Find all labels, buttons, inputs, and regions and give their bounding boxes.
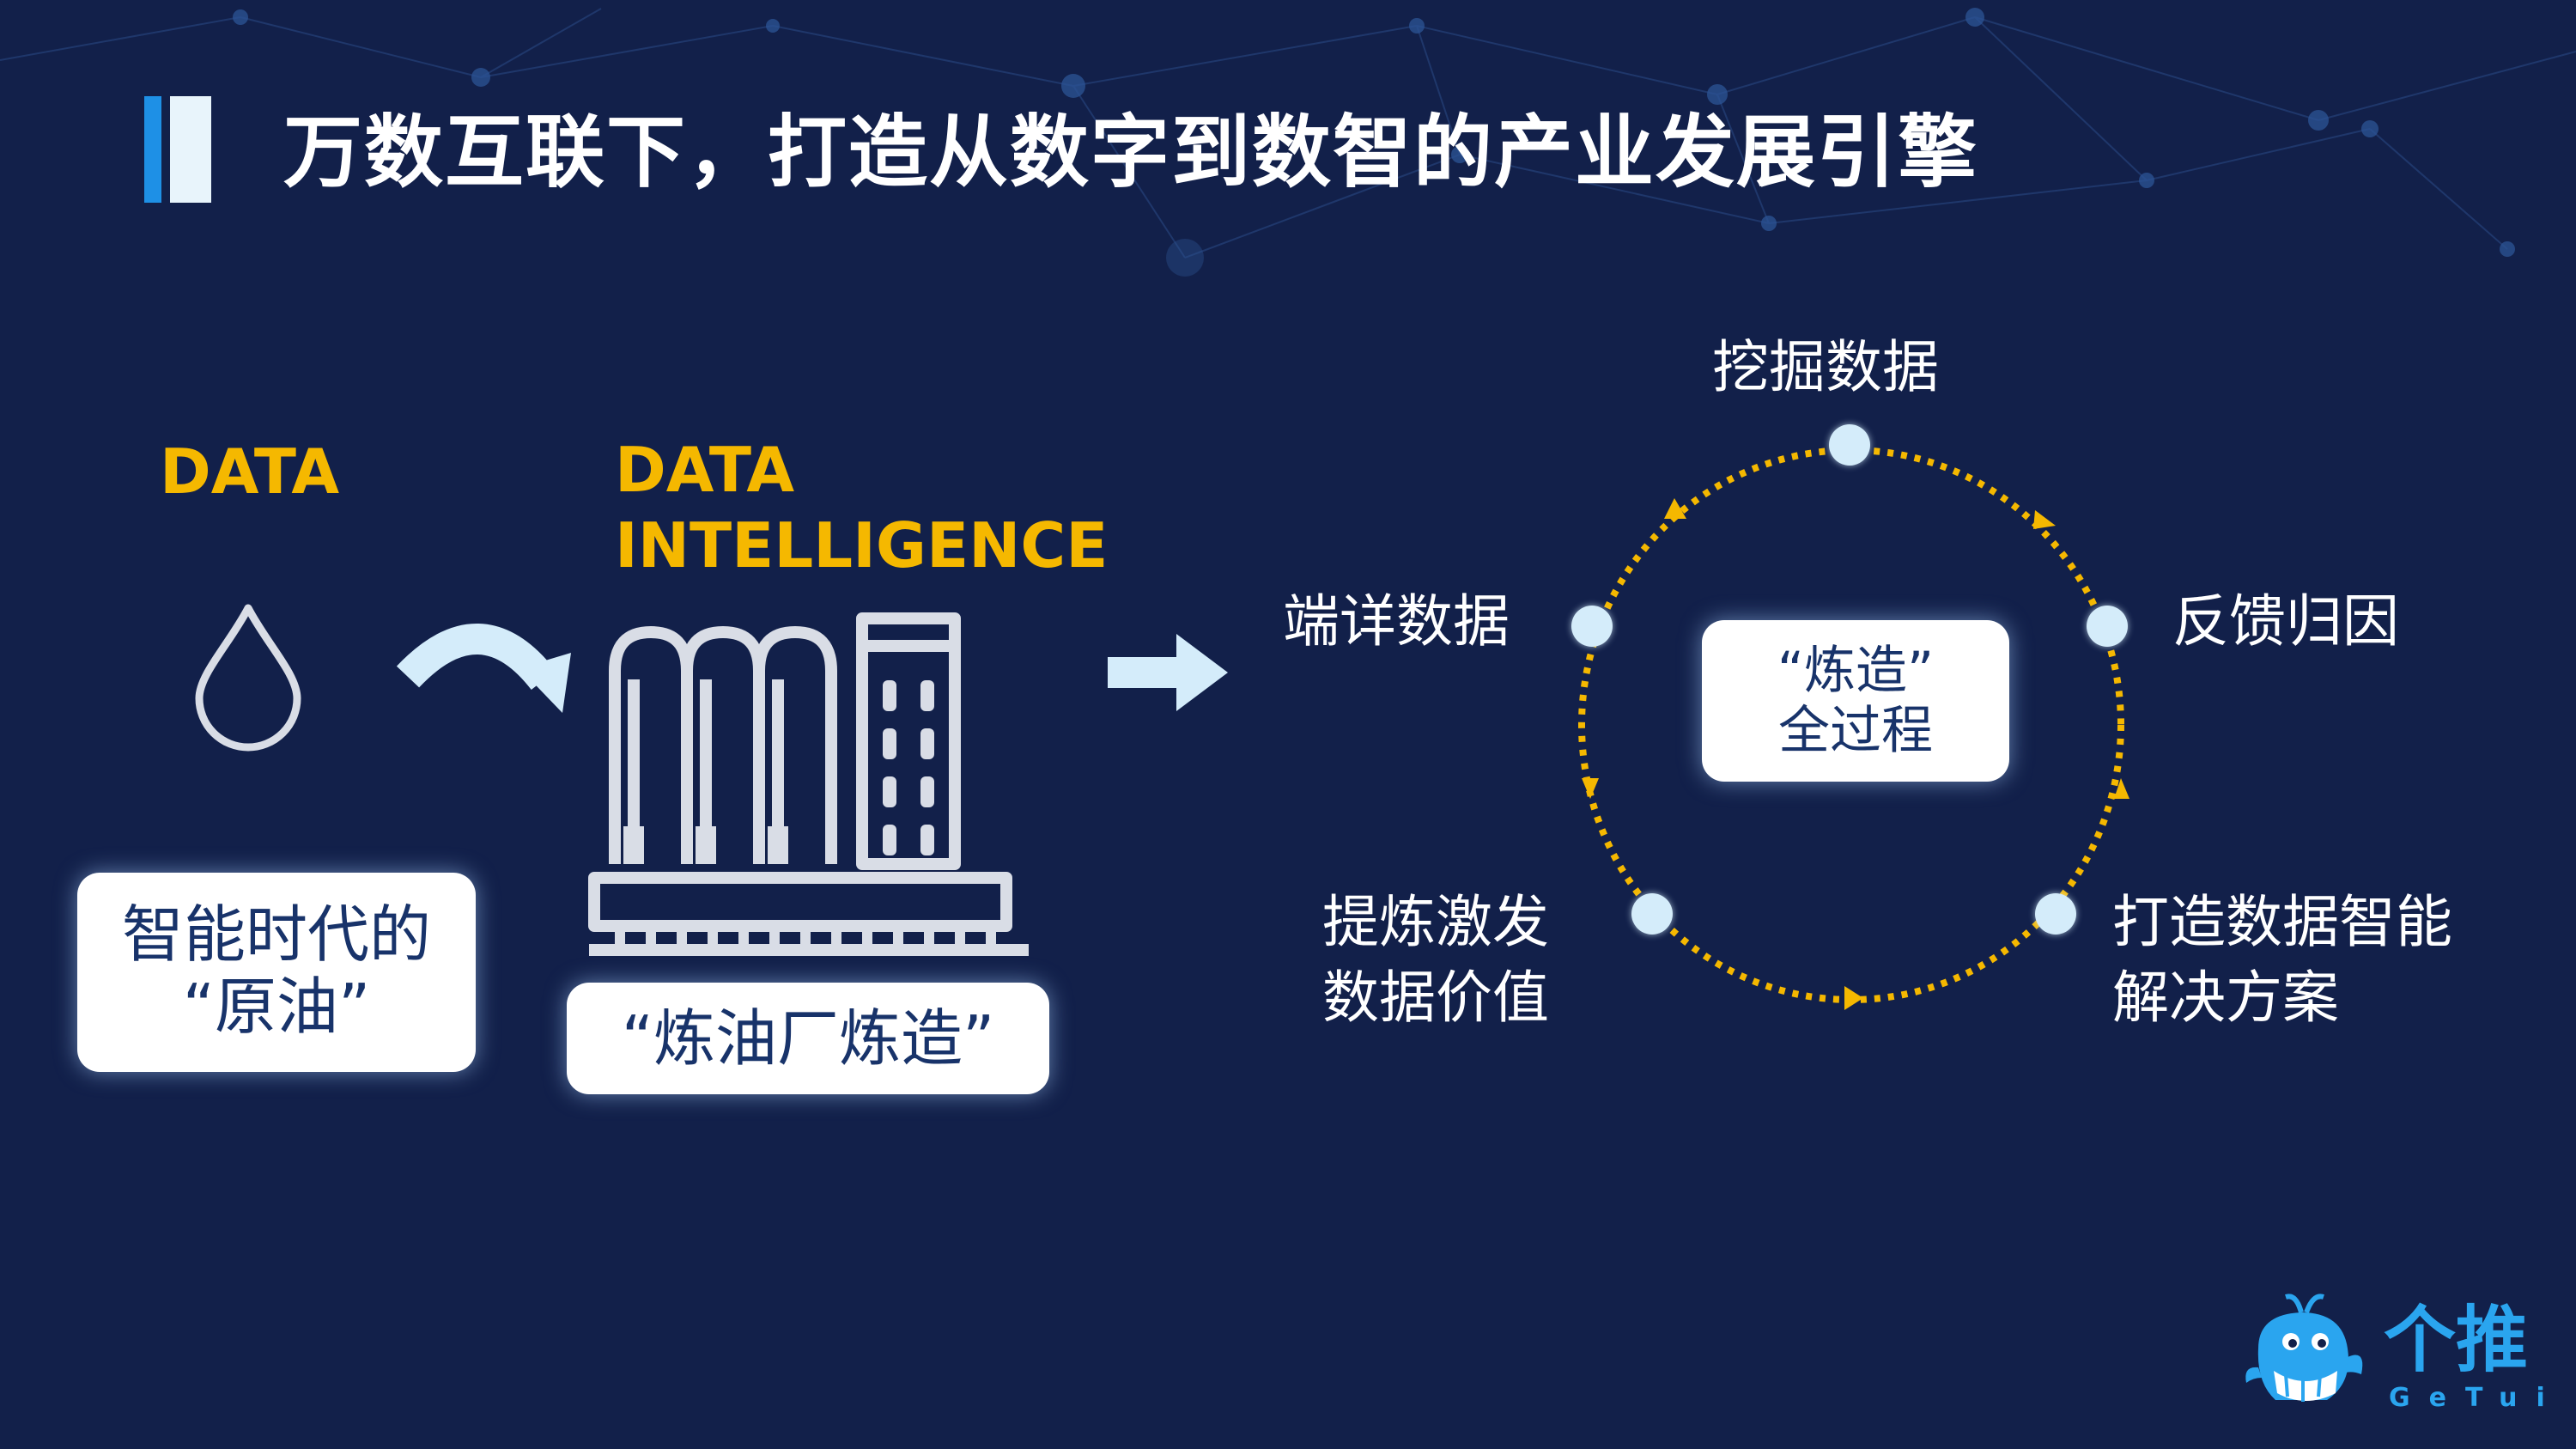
right-arrow-icon bbox=[1108, 634, 1228, 711]
cycle-node-left bbox=[1571, 606, 1613, 647]
data-intelligence-label-line2: INTELLIGENCE bbox=[615, 509, 1109, 581]
data-label: DATA bbox=[160, 435, 340, 508]
oil-card-line2: “原油” bbox=[182, 971, 371, 1043]
oil-card: 智能时代的 “原油” bbox=[77, 873, 476, 1072]
refinery-icon bbox=[588, 612, 1029, 956]
title-accent-bar bbox=[144, 96, 215, 203]
oil-card-line1: 智能时代的 bbox=[121, 898, 431, 971]
step-mine-data: 挖掘数据 bbox=[1712, 334, 1939, 400]
logo-english: GeTui bbox=[2389, 1383, 2564, 1413]
center-card-line1: “炼造” bbox=[1777, 641, 1935, 701]
center-card: “炼造” 全过程 bbox=[1702, 620, 2009, 782]
step-feedback-attribution: 反馈归因 bbox=[2172, 588, 2399, 654]
cycle-node-right bbox=[2087, 606, 2128, 647]
step-examine-data: 端详数据 bbox=[1283, 588, 1510, 654]
step-build-solution-line1: 打造数据智能 bbox=[2112, 889, 2452, 955]
step-refine-value-line1: 提炼激发 bbox=[1322, 889, 1549, 955]
step-refine-value-line2: 数据价值 bbox=[1322, 965, 1549, 1031]
refinery-card: “炼油厂炼造” bbox=[567, 983, 1049, 1094]
cycle-node-top bbox=[1829, 424, 1870, 466]
logo-chinese: 个推 bbox=[2384, 1298, 2529, 1382]
curved-arrow-icon bbox=[396, 624, 571, 713]
data-intelligence-label-line1: DATA bbox=[615, 434, 795, 506]
refinery-card-text: “炼油厂炼造” bbox=[621, 1002, 995, 1075]
page-title: 万数互联下，打造从数字到数智的产业发展引擎 bbox=[283, 107, 1979, 198]
cycle-node-bottom-right bbox=[2035, 893, 2076, 935]
cycle-node-bottom-left bbox=[1631, 893, 1673, 935]
center-card-line2: 全过程 bbox=[1778, 701, 1933, 761]
oil-drop-icon bbox=[195, 604, 301, 752]
step-build-solution-line2: 解决方案 bbox=[2112, 965, 2339, 1031]
whale-mascot-icon bbox=[2245, 1294, 2363, 1402]
